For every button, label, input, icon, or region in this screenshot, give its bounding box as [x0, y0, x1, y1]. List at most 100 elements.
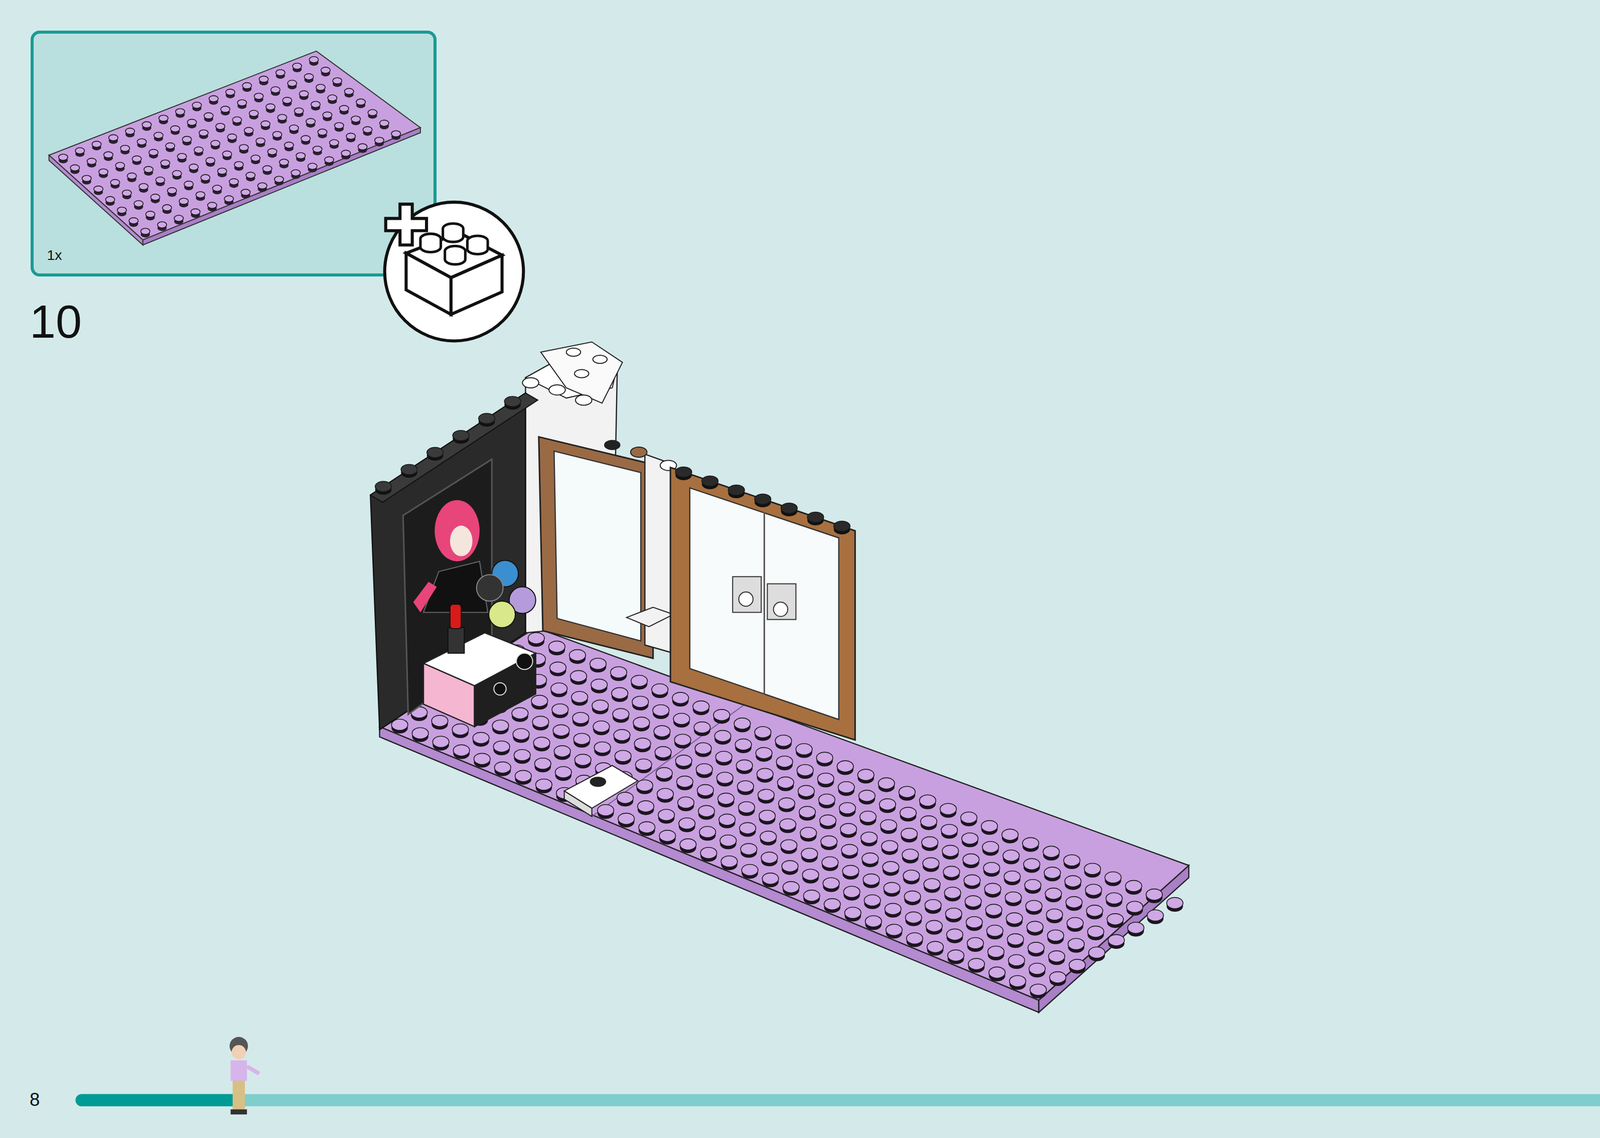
stud — [654, 746, 672, 758]
stud — [960, 811, 978, 823]
stud — [924, 899, 942, 911]
stud — [1104, 871, 1122, 884]
stud — [492, 719, 509, 732]
stud — [316, 84, 326, 91]
lipstick-tip — [450, 604, 462, 629]
stud — [593, 720, 610, 733]
stud — [220, 106, 230, 113]
stud — [136, 138, 147, 145]
minifigure — [229, 1036, 260, 1115]
stud — [610, 666, 628, 678]
parts-callout-box: 1x — [30, 30, 437, 277]
stud — [553, 745, 571, 757]
stud — [150, 194, 160, 201]
stud — [125, 127, 135, 134]
stud — [110, 179, 120, 186]
stud — [611, 687, 629, 699]
stud — [927, 941, 944, 953]
stud — [674, 734, 691, 746]
stud — [859, 811, 877, 823]
stud — [277, 114, 287, 121]
stud — [260, 120, 270, 127]
stud — [675, 466, 692, 477]
stud — [988, 966, 1006, 978]
stud — [946, 928, 964, 940]
stud — [734, 717, 751, 730]
stud — [244, 127, 254, 134]
stud — [638, 821, 656, 833]
stud — [901, 828, 918, 840]
stud — [738, 801, 756, 813]
stud — [569, 649, 587, 661]
stud — [720, 855, 738, 867]
stud — [308, 163, 318, 170]
stud — [240, 189, 250, 196]
stud — [676, 776, 694, 788]
stud — [944, 887, 961, 899]
stud — [346, 132, 356, 139]
stud — [803, 890, 820, 902]
stud — [426, 447, 444, 458]
stud — [494, 761, 512, 773]
stud — [906, 932, 924, 944]
stud — [613, 729, 631, 741]
stud — [698, 805, 715, 817]
stud — [237, 99, 247, 106]
stud — [904, 891, 921, 903]
stud — [245, 172, 255, 179]
stud — [838, 781, 855, 793]
stud — [982, 841, 999, 853]
stud — [1127, 922, 1145, 934]
stud — [1009, 975, 1027, 987]
stud — [1087, 926, 1105, 938]
stud — [631, 675, 648, 687]
stud — [840, 823, 857, 835]
step-number: 10 — [29, 298, 82, 346]
stud — [478, 413, 496, 424]
tile — [564, 790, 593, 817]
stud — [1108, 934, 1125, 946]
stud — [75, 147, 85, 154]
stud — [1049, 971, 1067, 983]
stud — [964, 895, 982, 907]
stud — [187, 119, 197, 126]
stud — [807, 512, 824, 523]
stud — [633, 716, 650, 729]
stud — [98, 168, 108, 175]
stud — [1044, 866, 1061, 879]
stud — [881, 840, 899, 852]
stud — [777, 776, 795, 788]
stud — [1068, 938, 1085, 950]
stud — [367, 109, 377, 116]
stud — [693, 721, 711, 734]
stud — [672, 692, 689, 704]
stud — [1065, 896, 1083, 908]
stud — [289, 124, 299, 131]
plate-seam — [592, 703, 746, 817]
stud — [592, 699, 609, 711]
stud — [758, 789, 775, 801]
stud — [862, 874, 880, 886]
stud — [160, 160, 170, 167]
stud — [108, 134, 118, 141]
stud — [555, 766, 572, 778]
stud — [597, 804, 615, 816]
stud — [781, 860, 799, 872]
stud — [884, 903, 902, 915]
stud — [265, 103, 275, 110]
stud — [400, 464, 418, 475]
stud — [695, 763, 713, 775]
stud — [1001, 828, 1019, 840]
stud — [762, 873, 779, 885]
stud — [879, 798, 897, 810]
stud — [493, 741, 510, 753]
stud — [322, 111, 332, 118]
stud — [779, 818, 797, 830]
stud — [761, 851, 778, 863]
stud — [617, 792, 634, 804]
stud — [861, 852, 879, 864]
door-handle — [767, 583, 796, 620]
stud — [1064, 875, 1082, 887]
stud — [1146, 909, 1164, 921]
